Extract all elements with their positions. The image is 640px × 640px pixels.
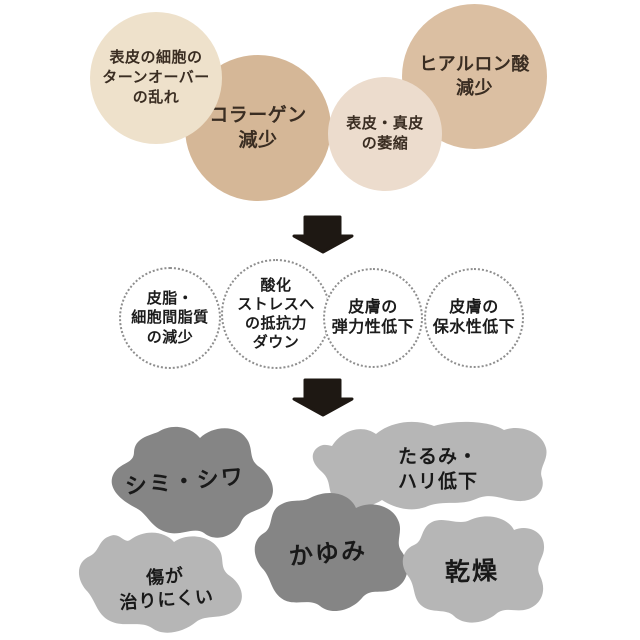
effect-circle-oxidative-stress: 酸化 ストレスへ の抵抗力 ダウン: [221, 259, 331, 369]
symptom-label-kizu: 傷が 治りにくい: [118, 565, 215, 614]
down-arrow-icon: [292, 378, 354, 417]
effect-circle-elasticity: 皮膚の 弾力性低下: [323, 268, 423, 368]
down-arrow-shape: [292, 378, 354, 417]
cause-circle-epidermis-atrophy-label: 表皮・真皮 の萎縮: [346, 115, 424, 152]
symptom-label-tarumi-hari: たるみ・ ハリ低下: [397, 446, 479, 492]
effect-circle-moisture-retention: 皮膚の 保水性低下: [424, 268, 524, 368]
symptom-label-kansou: 乾燥: [444, 556, 500, 587]
blob-kizu: [78, 532, 242, 633]
blob-kayumi: [254, 493, 408, 612]
cause-circle-epidermis-atrophy: 表皮・真皮 の萎縮: [328, 77, 442, 191]
cause-circle-hyaluronic-acid-label: ヒアルロン酸 減少: [419, 53, 530, 98]
effect-circle-sebum-lipids: 皮脂・ 細胞間脂質 の減少: [119, 267, 221, 369]
blob-shimi-shiwa: [111, 426, 273, 538]
down-arrow-shape: [292, 215, 354, 254]
cause-circle-collagen-label: コラーゲン 減少: [209, 104, 307, 151]
down-arrow-icon: [292, 215, 354, 254]
cause-circle-turnover-label: 表皮の細胞の ターンオーバー の乱れ: [102, 49, 210, 106]
effect-circle-oxidative-stress-label: 酸化 ストレスへ の抵抗力 ダウン: [237, 276, 315, 352]
cause-circle-hyaluronic-acid: ヒアルロン酸 減少: [402, 4, 547, 149]
effect-circle-sebum-lipids-label: 皮脂・ 細胞間脂質 の減少: [131, 290, 209, 346]
effect-circle-elasticity-label: 皮膚の 弾力性低下: [331, 298, 415, 336]
blob-kansou: [402, 516, 545, 623]
effect-circle-moisture-retention-label: 皮膚の 保水性低下: [432, 298, 516, 336]
blob-tarumi-hari: [312, 421, 547, 510]
cause-circle-turnover: 表皮の細胞の ターンオーバー の乱れ: [90, 12, 222, 144]
